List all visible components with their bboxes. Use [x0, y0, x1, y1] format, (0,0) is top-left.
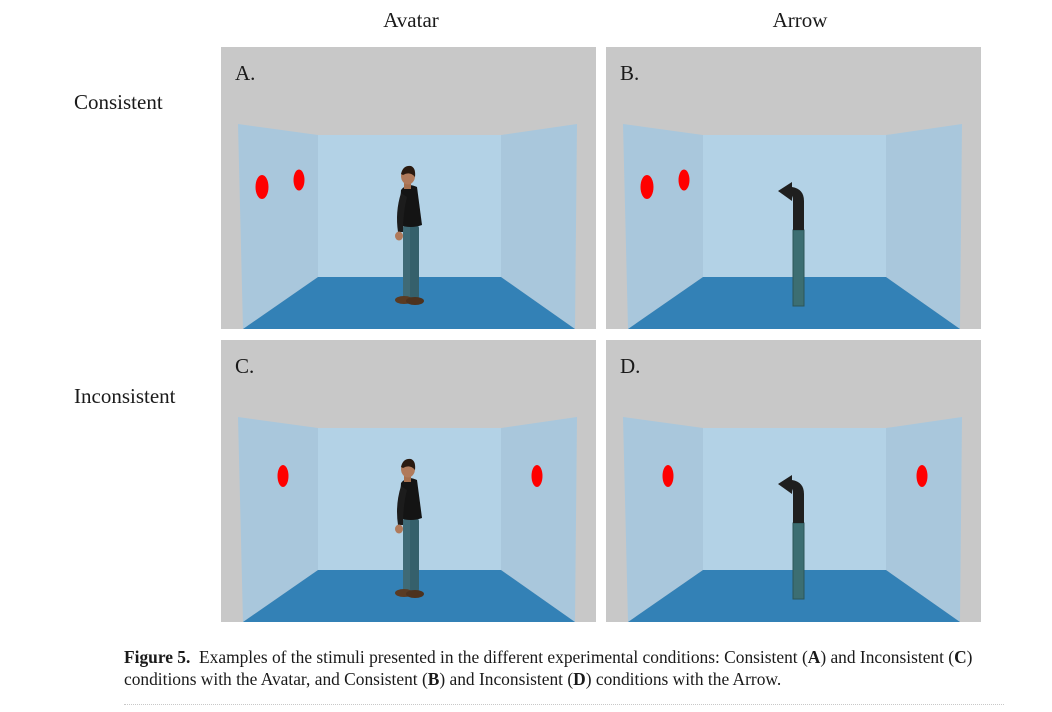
target-dot — [916, 465, 928, 487]
column-heading-arrow: Arrow — [772, 8, 828, 32]
arrow-head — [778, 182, 804, 230]
arrow-shaft — [792, 229, 805, 307]
avatar-leg — [403, 518, 412, 592]
stimulus-panel-b: B. — [606, 47, 981, 329]
target-dot — [293, 169, 305, 191]
row-heading-consistent: Consistent — [74, 90, 163, 114]
arrow-head — [778, 475, 804, 523]
avatar-neck — [404, 181, 411, 189]
room-scene — [238, 417, 577, 622]
room-scene — [623, 124, 962, 329]
caption-ref-b: B — [427, 669, 440, 689]
caption-text: ) and Inconsistent ( — [820, 647, 955, 667]
panel-label: A. — [235, 61, 256, 85]
caption-ref-d: D — [573, 669, 586, 689]
arrow-cue — [778, 475, 805, 600]
target-dot — [662, 465, 674, 487]
avatar-hand — [395, 524, 403, 534]
room-scene — [623, 417, 962, 622]
avatar-leg — [403, 225, 412, 299]
arrow-shaft — [792, 522, 805, 600]
target-dot — [678, 169, 690, 191]
column-heading-avatar: Avatar — [383, 8, 439, 32]
caption-ref-c: C — [954, 647, 967, 667]
avatar-leg — [410, 518, 419, 592]
avatar-hair — [401, 458, 416, 470]
target-dot — [277, 465, 289, 487]
avatar-arm — [397, 193, 407, 232]
avatar-hand — [395, 231, 403, 241]
left-wall — [623, 417, 703, 622]
row-heading-inconsistent: Inconsistent — [74, 384, 176, 408]
avatar-figure — [395, 458, 424, 598]
caption-ref-a: A — [807, 647, 821, 667]
figure-caption: Figure 5. Examples of the stimuli presen… — [124, 646, 1004, 690]
target-dot — [255, 175, 269, 199]
right-wall — [886, 417, 962, 622]
avatar-hair — [401, 165, 416, 177]
stimulus-panel-d: D. — [606, 340, 981, 622]
avatar-shoe — [406, 590, 424, 598]
stimulus-panel-c: C. — [221, 340, 596, 622]
panel-label: B. — [620, 61, 640, 85]
avatar-leg — [410, 225, 419, 299]
left-wall — [238, 417, 318, 622]
avatar-neck — [404, 474, 411, 482]
avatar-figure — [395, 165, 424, 305]
panel-label: D. — [620, 354, 641, 378]
panel-label: C. — [235, 354, 255, 378]
avatar-shoe — [406, 297, 424, 305]
arrow-cue — [778, 182, 805, 307]
caption-text: Examples of the stimuli presented in the… — [199, 647, 808, 667]
right-wall — [886, 124, 962, 329]
right-wall — [501, 124, 577, 329]
caption-text: ) and Inconsistent ( — [439, 669, 574, 689]
caption-text: ) conditions with the Arrow. — [585, 669, 782, 689]
room-scene — [238, 124, 577, 329]
figure-label: Figure 5. — [124, 647, 191, 667]
target-dot — [640, 175, 654, 199]
footer-rule — [124, 704, 1004, 705]
right-wall — [501, 417, 577, 622]
avatar-arm — [397, 486, 407, 525]
target-dot — [531, 465, 543, 487]
stimulus-panel-a: A. — [221, 47, 596, 329]
caption-text: ) conditions with the Avatar, and Consis… — [124, 647, 973, 689]
